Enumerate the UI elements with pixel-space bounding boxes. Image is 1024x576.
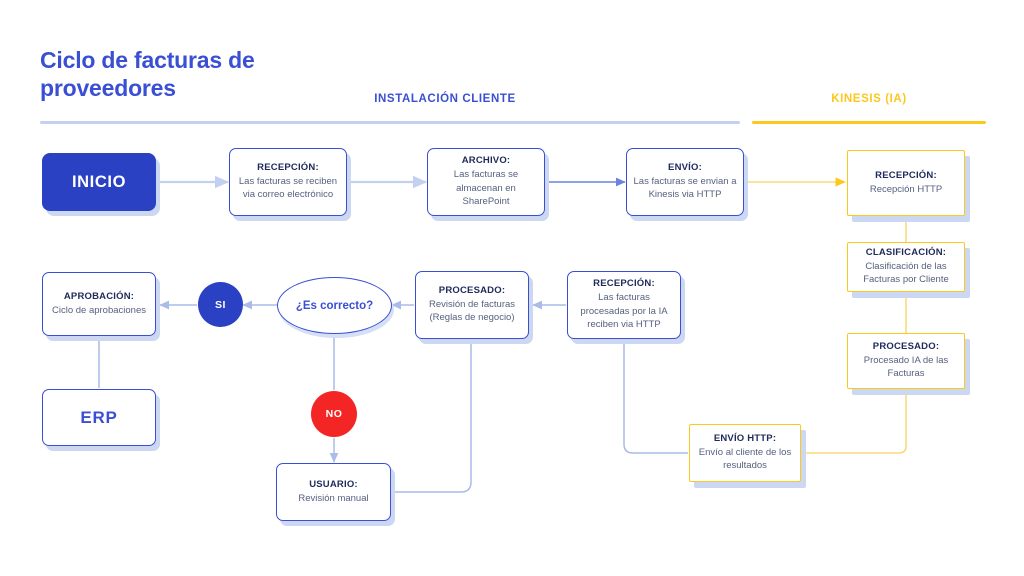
node-procesado-heading: PROCESADO: [438, 285, 506, 297]
node-recepcion-body: Las facturas se reciben via correo elect… [238, 175, 338, 201]
node-recepcion[interactable]: RECEPCIÓN: Las facturas se reciben via c… [229, 148, 347, 216]
node-aprobacion[interactable]: APROBACIÓN: Ciclo de aprobaciones [42, 272, 156, 336]
node-procesado[interactable]: PROCESADO: Revisión de facturas (Reglas … [415, 271, 529, 339]
node-recepcion-heading: RECEPCIÓN: [257, 162, 319, 174]
node-kinesis-envio-http-body: Envío al cliente de los resultados [698, 446, 792, 472]
node-kinesis-clasificacion-heading: CLASIFICACIÓN: [865, 247, 947, 259]
lane-divider-client [40, 121, 740, 124]
node-no[interactable]: NO [311, 391, 357, 437]
diagram-title: Ciclo de facturas de proveedores [40, 47, 255, 102]
node-archivo[interactable]: ARCHIVO: Las facturas se almacenan en Sh… [427, 148, 545, 216]
node-es-correcto[interactable]: ¿Es correcto? [277, 277, 392, 334]
node-recepcion-2[interactable]: RECEPCIÓN: Las facturas procesadas por l… [567, 271, 681, 339]
node-si-label: SI [215, 298, 226, 311]
node-envio-heading: ENVÍO: [668, 162, 702, 174]
node-inicio[interactable]: INICIO [42, 153, 156, 211]
node-kinesis-recepcion-body: Recepción HTTP [869, 183, 943, 195]
edge-kenviohttp-recepcion2 [623, 341, 688, 454]
node-erp-label: ERP [80, 407, 118, 427]
node-es-correcto-label: ¿Es correcto? [295, 299, 374, 312]
node-kinesis-procesado-heading: PROCESADO: [872, 341, 940, 353]
node-usuario[interactable]: USUARIO: Revisión manual [276, 463, 391, 521]
node-kinesis-envio-http-heading: ENVÍO HTTP: [713, 433, 777, 445]
edge-usuario-procesado [392, 341, 472, 493]
node-inicio-label: INICIO [71, 172, 127, 191]
node-envio-body: Las facturas se envian a Kinesis via HTT… [633, 175, 737, 201]
node-aprobacion-heading: APROBACIÓN: [63, 290, 135, 302]
node-recepcion-2-body: Las facturas procesadas por la IA recibe… [580, 292, 668, 331]
node-aprobacion-body: Ciclo de aprobaciones [51, 304, 146, 316]
node-usuario-body: Revisión manual [298, 492, 369, 504]
node-usuario-heading: USUARIO: [309, 478, 358, 490]
node-recepcion-2-heading: RECEPCIÓN: [593, 278, 655, 290]
node-si[interactable]: SI [198, 282, 243, 327]
node-erp[interactable]: ERP [42, 389, 156, 446]
node-kinesis-procesado-body: Procesado IA de las Facturas [863, 354, 949, 380]
node-kinesis-procesado[interactable]: PROCESADO: Procesado IA de las Facturas [847, 333, 965, 389]
edge-kprocesado-kenviohttp [800, 389, 907, 454]
node-no-label: NO [325, 408, 343, 420]
lane-divider-kinesis [752, 121, 986, 124]
node-archivo-heading: ARCHIVO: [461, 155, 511, 167]
node-envio[interactable]: ENVÍO: Las facturas se envian a Kinesis … [626, 148, 744, 216]
node-kinesis-clasificacion[interactable]: CLASIFICACIÓN: Clasificación de las Fact… [847, 242, 965, 292]
node-kinesis-recepcion-heading: RECEPCIÓN: [875, 169, 937, 181]
lane-label-kinesis: KINESIS (IA) [831, 93, 907, 105]
node-kinesis-envio-http[interactable]: ENVÍO HTTP: Envío al cliente de los resu… [689, 424, 801, 482]
lane-label-client: INSTALACIÓN CLIENTE [374, 93, 516, 105]
node-kinesis-recepcion[interactable]: RECEPCIÓN: Recepción HTTP [847, 150, 965, 216]
node-procesado-body: Revisión de facturas (Reglas de negocio) [428, 298, 516, 324]
node-archivo-body: Las facturas se almacenan en SharePoint [453, 169, 519, 208]
node-kinesis-clasificacion-body: Clasificación de las Facturas por Client… [863, 260, 949, 286]
